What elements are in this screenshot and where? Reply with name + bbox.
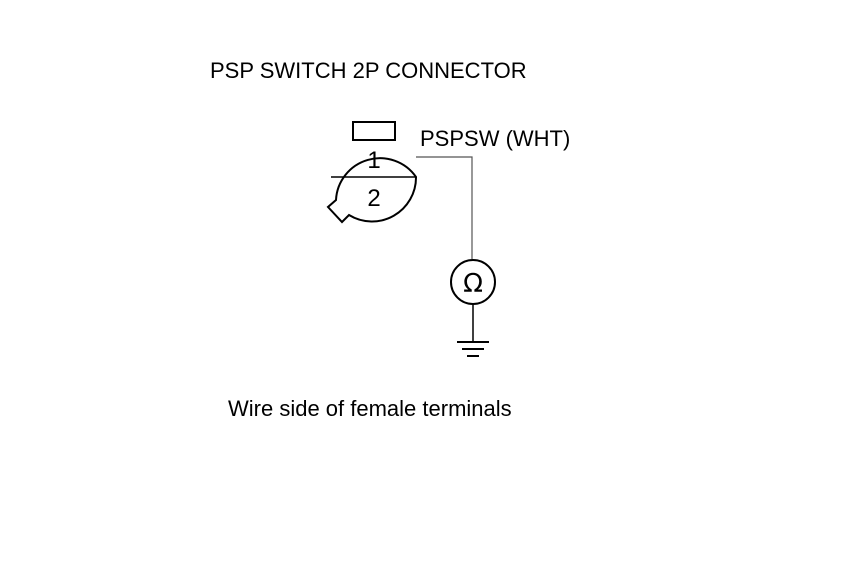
ground-icon [457, 341, 489, 357]
pin-1-label: 1 [367, 147, 380, 174]
connector-title: PSP SWITCH 2P CONNECTOR [210, 58, 527, 83]
test-lead-wire [416, 156, 473, 259]
connector-housing [326, 121, 418, 224]
ohm-symbol: Ω [463, 269, 483, 299]
wire-label: PSPSW (WHT) [420, 126, 571, 151]
connector-body [326, 157, 418, 224]
ohmmeter-icon: Ω [450, 259, 496, 305]
pin-2-label: 2 [367, 185, 380, 212]
connector-latch [352, 121, 396, 141]
view-caption: Wire side of female terminals [228, 396, 512, 421]
